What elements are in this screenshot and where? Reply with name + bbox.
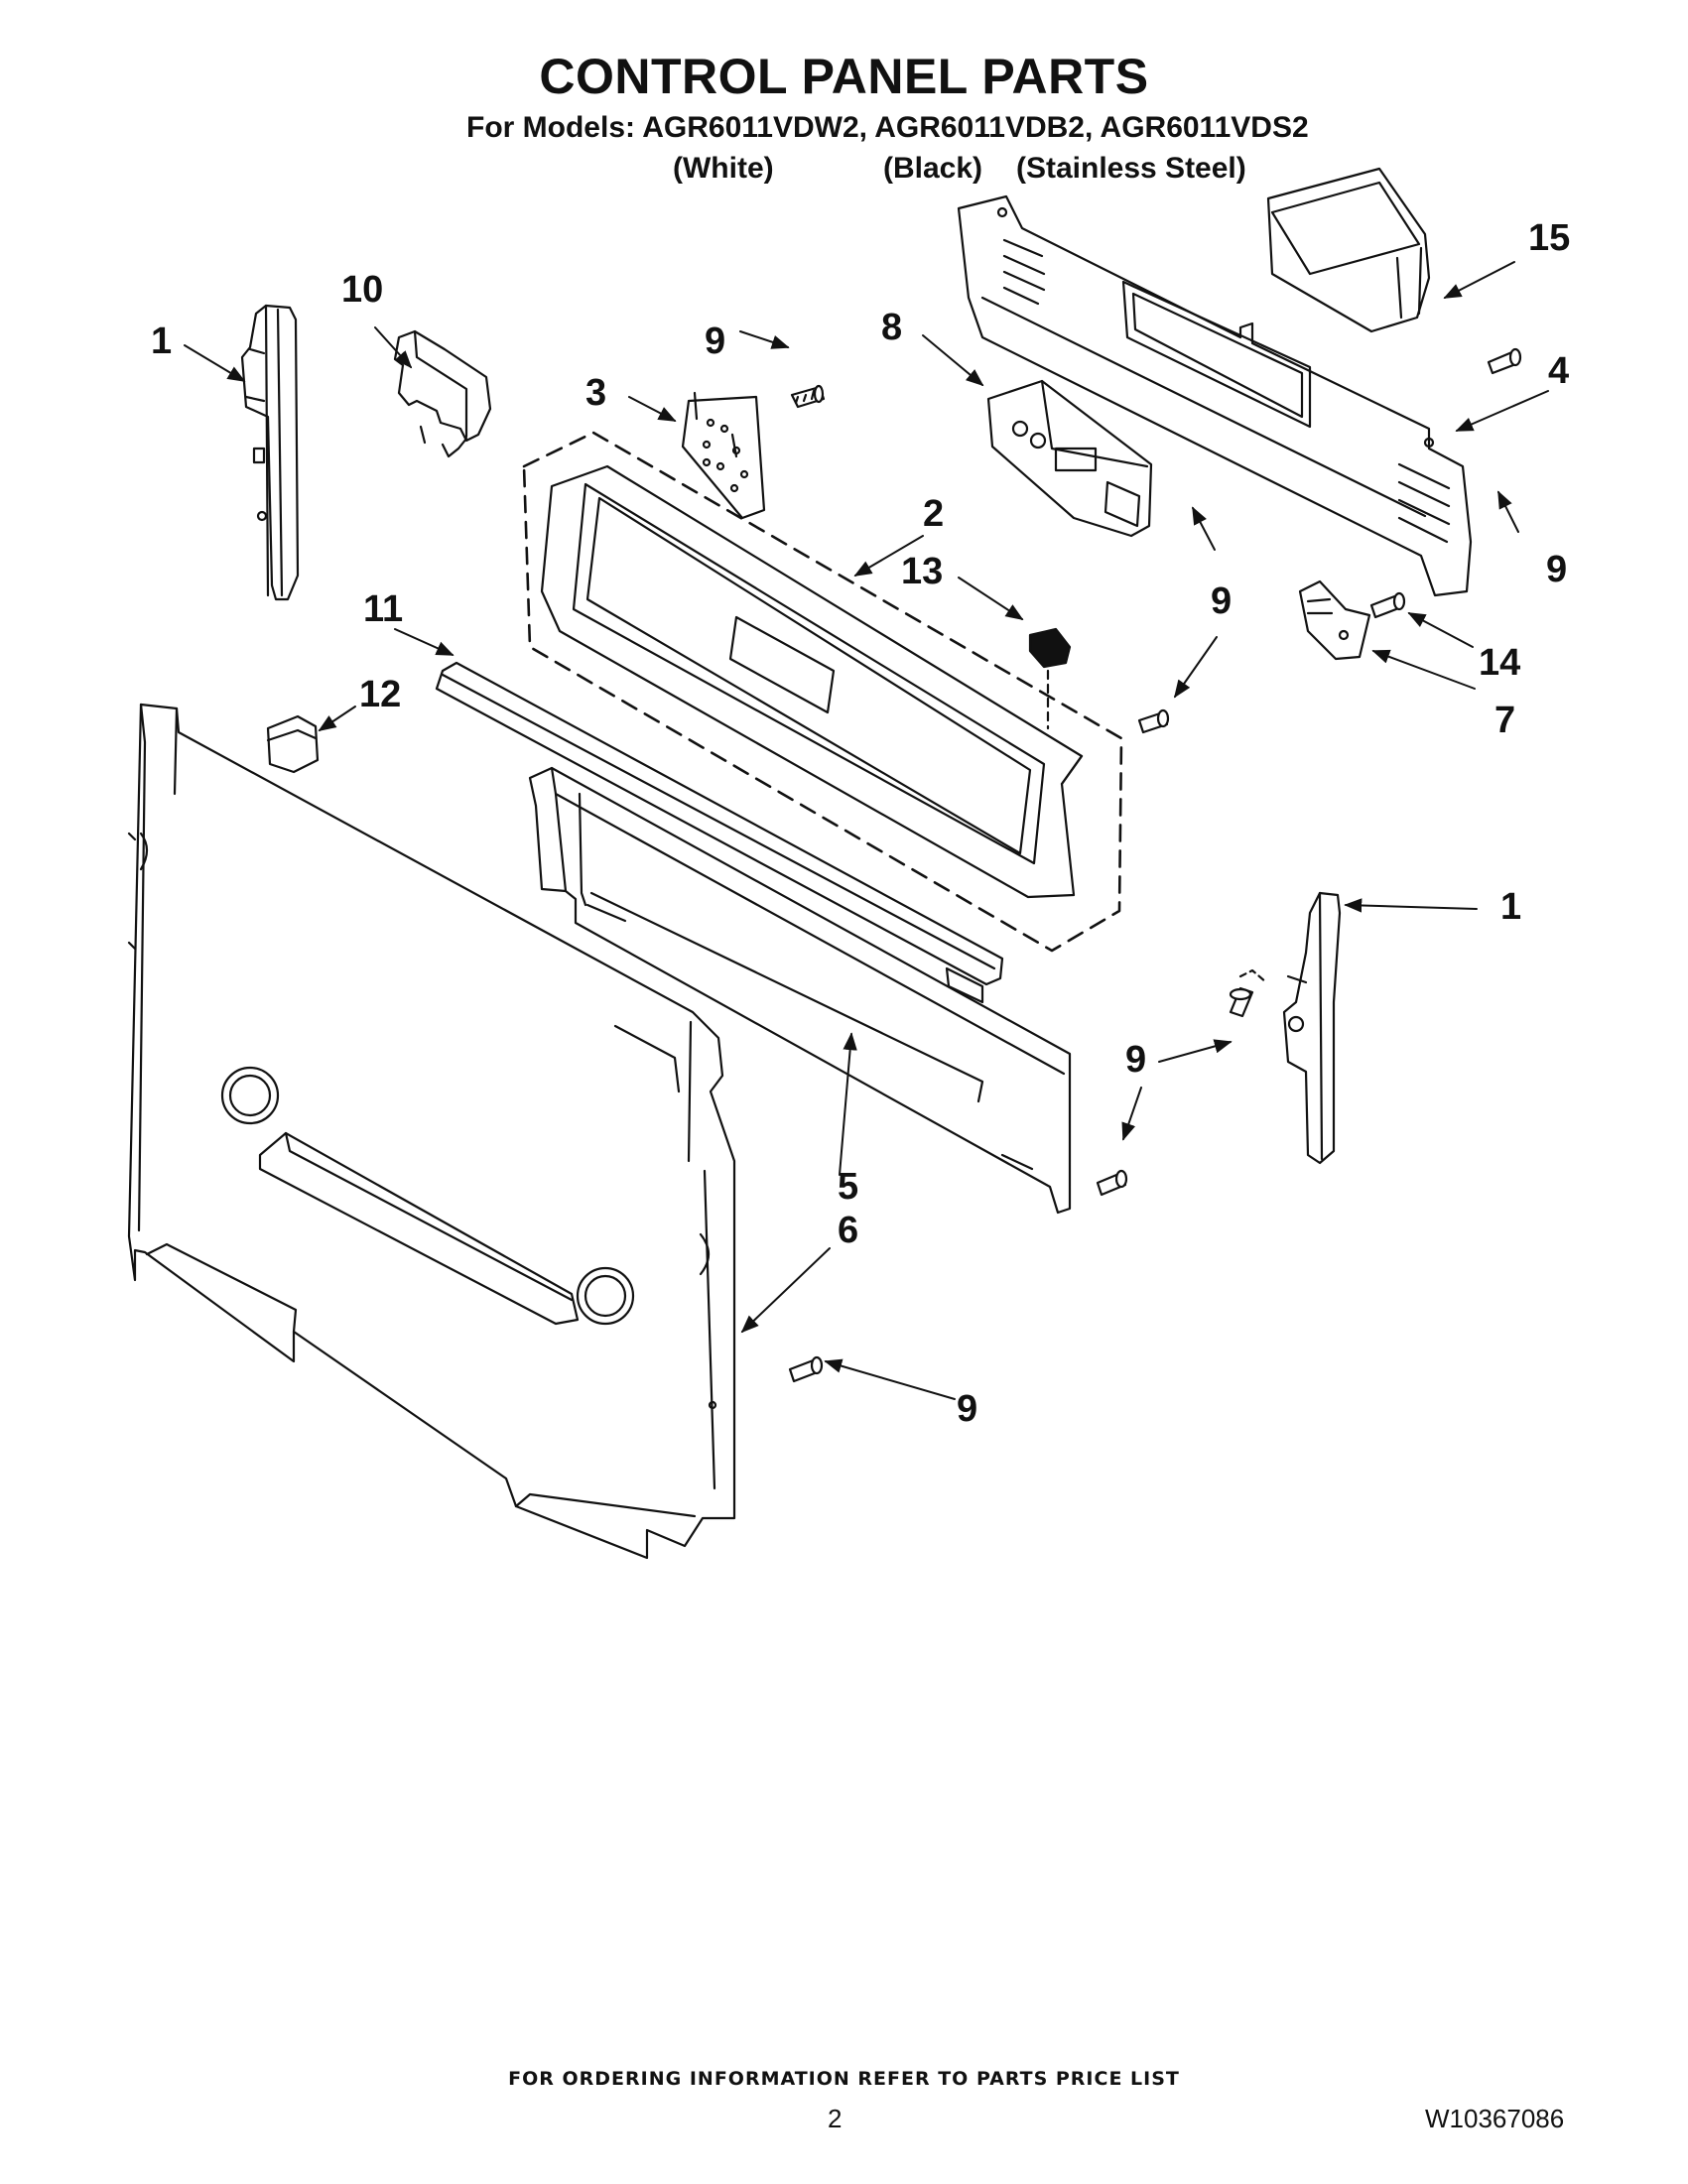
leader-lines [184, 261, 1549, 1400]
mounting-plate [1298, 579, 1371, 661]
callout-8: 8 [881, 307, 902, 348]
callout-4: 4 [1548, 350, 1569, 392]
rear-shield [127, 703, 736, 1560]
callout-3: 3 [585, 372, 606, 414]
callout-9: 9 [957, 1388, 977, 1430]
callout-11: 11 [363, 588, 403, 630]
assembly-dashed-outline [522, 431, 1123, 953]
callouts: 1 10 9 3 8 15 4 9 2 13 9 11 12 14 7 1 9 … [151, 217, 1570, 1430]
callout-9: 9 [705, 321, 725, 362]
rear-panel [957, 194, 1473, 597]
side-bracket-left [240, 304, 300, 601]
callout-13: 13 [901, 551, 943, 592]
clip [266, 714, 320, 774]
variant-black: (Black) [883, 152, 983, 185]
document-number: W10367086 [1425, 2104, 1565, 2133]
models-line: For Models: AGR6011VDW2, AGR6011VDB2, AG… [466, 111, 1309, 144]
screw-9g [788, 1355, 824, 1383]
callout-7: 7 [1494, 700, 1515, 741]
screw-14 [1369, 591, 1406, 619]
screw-9e [1229, 986, 1254, 1018]
console-panel [540, 464, 1084, 899]
screw-9a [790, 384, 826, 409]
callout-10: 10 [341, 269, 383, 311]
bracket-clip [393, 329, 492, 458]
variant-white: (White) [673, 152, 774, 185]
screw-9c [1487, 347, 1522, 375]
callout-9: 9 [1125, 1039, 1146, 1081]
lower-panel [528, 766, 1072, 1215]
control-board [681, 391, 766, 520]
callout-1: 1 [151, 321, 172, 362]
callout-1: 1 [1500, 886, 1521, 928]
callout-15: 15 [1528, 217, 1570, 259]
vent-duct [1266, 167, 1431, 333]
callout-5: 5 [838, 1166, 858, 1208]
screw-9f [1096, 1169, 1128, 1197]
page-title: CONTROL PANEL PARTS [539, 49, 1149, 104]
callout-9: 9 [1211, 580, 1232, 622]
page-number: 2 [828, 2104, 843, 2133]
callout-12: 12 [359, 674, 401, 715]
variant-stainless: (Stainless Steel) [1016, 152, 1246, 185]
trim-strip [435, 661, 1004, 986]
ordering-note: FOR ORDERING INFORMATION REFER TO PARTS … [508, 2068, 1180, 2090]
screw-9d [1137, 708, 1170, 734]
callout-9: 9 [1546, 549, 1567, 590]
light-switch [1028, 627, 1072, 730]
callout-2: 2 [923, 493, 944, 535]
callout-14: 14 [1479, 642, 1520, 684]
callout-6: 6 [838, 1210, 858, 1251]
side-bracket-right [1238, 891, 1342, 1165]
electronic-clock-control [986, 379, 1153, 538]
